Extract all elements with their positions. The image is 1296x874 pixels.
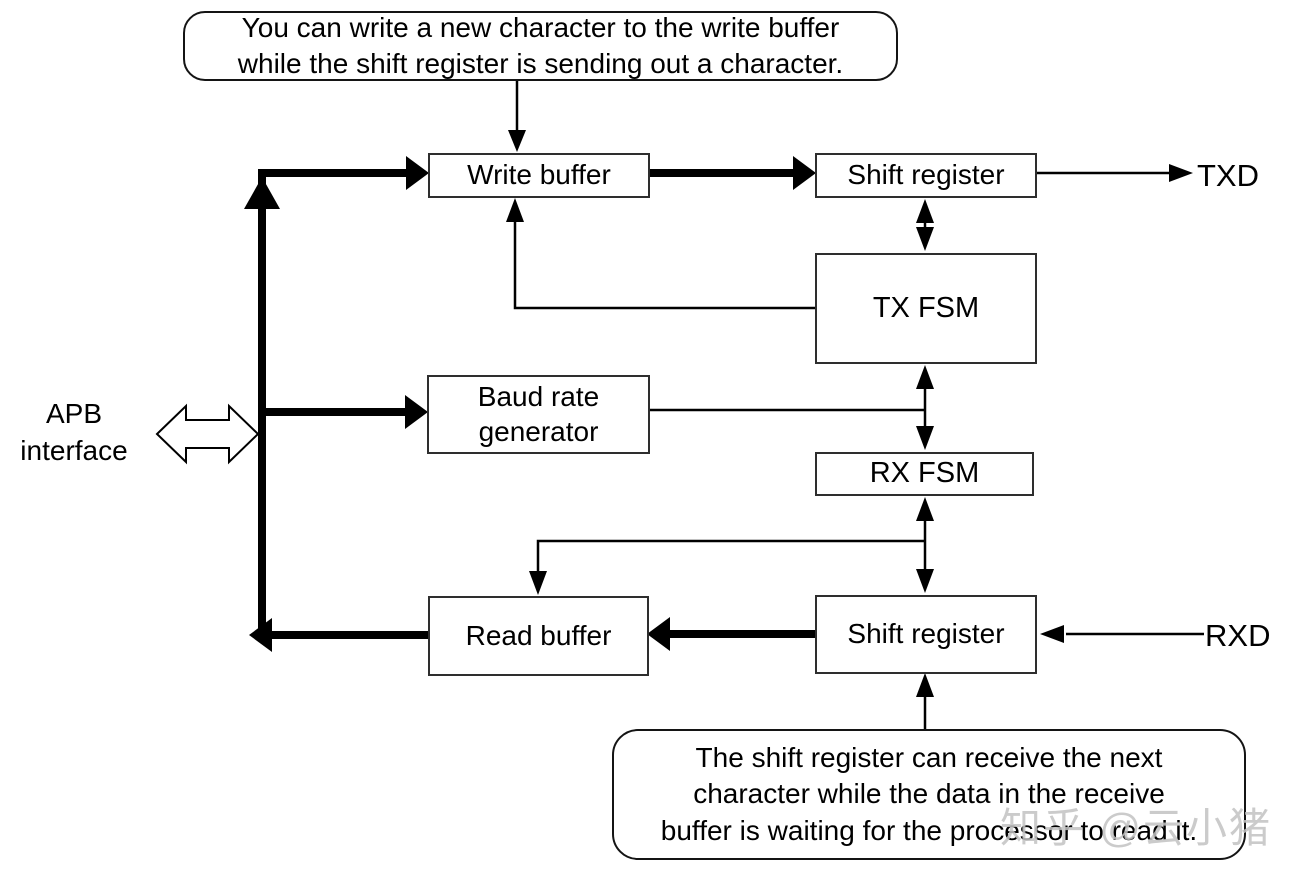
tx-fsm-block: TX FSM	[815, 253, 1037, 364]
apb-interface-label: APB interface	[0, 396, 148, 470]
tx-shift-in-arrowhead	[793, 156, 816, 190]
rxshift-in-arrowhead	[1040, 625, 1064, 643]
rxshift-to-read-buffer-wire	[536, 539, 925, 573]
txd-port-label: TXD	[1197, 158, 1259, 193]
txd-arrowhead	[1169, 164, 1193, 182]
apb-label-line1: APB	[45, 398, 103, 429]
bus-up-arrowhead	[244, 177, 280, 209]
baud-in-arrowhead	[405, 395, 428, 429]
apb-double-arrow-icon	[155, 403, 260, 465]
txshift-up-arrowhead	[916, 199, 934, 223]
tx-shift-register-label: Shift register	[847, 159, 1005, 191]
txfsm-down-arrowhead	[916, 227, 934, 251]
write-buffer-label: Write buffer	[467, 159, 611, 191]
write-buffer-block: Write buffer	[428, 153, 650, 198]
rxfsm-down-arrowhead	[916, 426, 934, 450]
bottom-callout-line2: character while the data in the receive	[693, 778, 1165, 810]
apb-bus-lines	[244, 156, 816, 652]
bottom-callout-line1: The shift register can receive the next	[695, 741, 1163, 773]
top-callout: You can write a new character to the wri…	[183, 11, 898, 81]
read-out-arrowhead	[249, 618, 272, 652]
read-buffer-top-arrowhead	[529, 571, 547, 595]
control-wires	[506, 81, 1204, 729]
write-buffer-bottom-arrowhead	[506, 198, 524, 222]
rxshift-bottom-arrowhead	[916, 673, 934, 697]
rxshift-down-arrowhead	[916, 569, 934, 593]
watermark-text: 知乎 @云小猪	[1000, 805, 1273, 851]
rx-fsm-block: RX FSM	[815, 452, 1034, 496]
txfsm-to-write-buffer-wire	[513, 221, 815, 310]
top-callout-line2: while the shift register is sending out …	[237, 48, 844, 79]
rx-fsm-label: RX FSM	[869, 457, 980, 490]
rxfsm-up-arrowhead	[916, 497, 934, 521]
rx-shift-register-label: Shift register	[847, 618, 1005, 650]
callout-down-arrowhead	[508, 130, 526, 152]
rx-shift-register-block: Shift register	[815, 595, 1037, 674]
bottom-callout-line3: buffer is waiting for the processor to r…	[660, 814, 1198, 846]
write-buffer-in-arrowhead	[406, 156, 429, 190]
read-buffer-in-arrowhead	[647, 617, 670, 651]
baud-rate-generator-label-line1: Baud rate	[477, 381, 600, 413]
rxd-port-label: RXD	[1205, 618, 1271, 653]
read-buffer-label: Read buffer	[465, 619, 612, 651]
read-buffer-block: Read buffer	[428, 596, 649, 676]
bottom-callout: The shift register can receive the next …	[612, 729, 1246, 860]
apb-label-line2: interface	[20, 434, 128, 466]
baud-rate-generator-label-line2: generator	[478, 415, 599, 447]
txfsm-up-arrowhead	[916, 365, 934, 389]
tx-shift-register-block: Shift register	[815, 153, 1037, 198]
baud-rate-generator-block: Baud rate generator	[427, 375, 650, 454]
tx-fsm-label: TX FSM	[872, 291, 980, 324]
top-callout-line1: You can write a new character to the wri…	[241, 11, 840, 43]
